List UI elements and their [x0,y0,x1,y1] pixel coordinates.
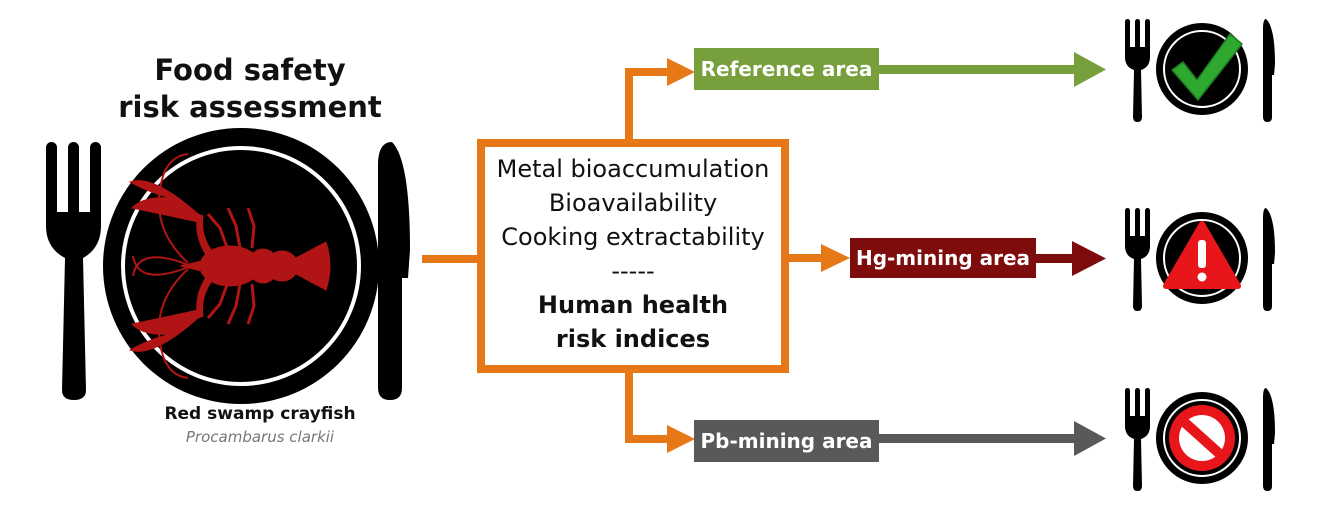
assessment-line: Cooking extractability [501,223,765,251]
fork-icon [1125,208,1150,311]
species-scientific-name: Procambarus clarkii [185,428,335,446]
pb-outcome [1125,388,1275,491]
assessment-bold-line: Human health [537,291,729,319]
assessment-line: Bioavailability [548,189,718,217]
fork-icon [1125,388,1150,491]
species-common-name: Red swamp crayfish [164,404,356,424]
reference-output-arrow [879,52,1106,87]
knife-icon [378,142,410,400]
arrow-to-hg [785,244,850,272]
hg-output-arrow [1036,241,1106,276]
assessment-separator: ----- [611,257,655,285]
checkmark-icon [1171,33,1243,101]
page-title: Food safety risk assessment [80,52,420,126]
fork-icon [46,142,101,400]
reference-outcome [1125,19,1275,122]
reference-area-label: Reference area [700,57,873,81]
warning-icon [1163,221,1241,289]
main-place-setting [46,128,410,404]
input-connector [422,255,484,263]
hg-outcome [1125,208,1275,311]
pb-output-arrow [879,421,1106,456]
knife-icon [1263,19,1275,122]
knife-icon [1263,208,1275,311]
title-line-2: risk assessment [118,90,382,124]
reference-area-box [694,48,879,90]
fork-icon [1125,19,1150,122]
assessment-text: Metal bioaccumulation Bioavailability Co… [486,152,780,356]
hg-area-label: Hg-mining area [855,246,1031,270]
title-line-1: Food safety [154,53,346,87]
arrow-to-pb [625,368,695,453]
arrow-to-reference [625,58,695,144]
assessment-line: Metal bioaccumulation [496,155,770,183]
prohibited-icon [1169,405,1235,471]
flow-arrows [422,58,850,453]
pb-area-label: Pb-mining area [700,429,873,453]
assessment-bold-line: risk indices [555,325,711,353]
pb-area-box [694,420,879,462]
knife-icon [1263,388,1275,491]
hg-area-box [850,238,1036,278]
